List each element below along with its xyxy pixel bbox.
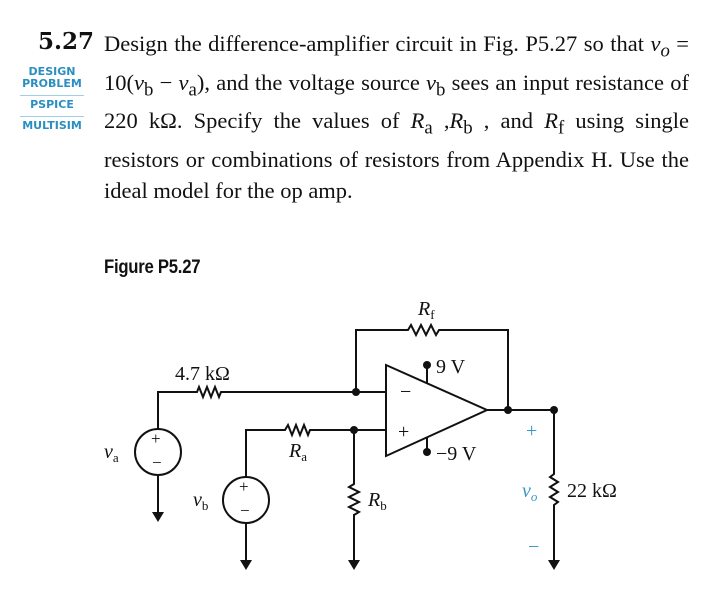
var-va-sub: a xyxy=(188,79,197,100)
var-source-vb-sub: b xyxy=(436,79,446,100)
var-source-vb: v xyxy=(426,69,437,95)
problem-statement: Design the difference-amplifier circuit … xyxy=(104,28,689,206)
var-vo-sub: o xyxy=(660,40,670,62)
statement-eq: = 10( xyxy=(104,31,689,95)
opamp-noninverting-sign: + xyxy=(398,421,409,443)
vo-label: vo xyxy=(522,480,538,504)
junction-inverting xyxy=(352,388,360,396)
statement-part-3: sees an input resistance of 220 kΩ. Spec… xyxy=(104,69,689,134)
var-rf-sub: f xyxy=(557,117,565,139)
wire-va-to-inverting xyxy=(157,384,386,428)
ground-arrow-rb xyxy=(348,560,360,570)
rb-label: Rb xyxy=(367,489,387,513)
vo-minus-sign: − xyxy=(528,536,539,558)
wire-output xyxy=(487,409,560,560)
supply-plus-label: 9 V xyxy=(436,356,466,378)
r-4-7k-label: 4.7 kΩ xyxy=(175,363,230,385)
tag-design-problem-text: DESIGN PROBLEM xyxy=(22,65,82,90)
junction-output xyxy=(504,406,512,414)
ground-arrow-vo xyxy=(548,560,560,570)
var-ra: R xyxy=(410,108,425,133)
junction-noninverting xyxy=(350,426,358,434)
r-22k-label: 22 kΩ xyxy=(567,480,617,502)
ground-arrow-va xyxy=(152,512,164,522)
supply-minus-label: −9 V xyxy=(436,443,477,465)
rf-label: Rf xyxy=(417,298,435,322)
var-vb: v xyxy=(134,69,144,95)
statement-part-1: Design the difference-amplifier circuit … xyxy=(104,31,651,56)
vb-label: vb xyxy=(193,489,208,513)
wire-rb-ground xyxy=(346,430,362,560)
vb-minus-sign: − xyxy=(240,501,250,520)
source-va xyxy=(134,428,182,476)
figure-caption: Figure P5.27 xyxy=(104,257,201,278)
var-ra-sub: a xyxy=(424,117,433,139)
va-minus-sign: − xyxy=(152,453,162,472)
var-vb-sub: b xyxy=(144,79,154,100)
va-label: va xyxy=(104,441,119,465)
wire-rf-feedback xyxy=(355,322,509,408)
va-plus-sign: + xyxy=(151,429,161,448)
var-rb-sub: b xyxy=(463,117,473,139)
opamp-body xyxy=(385,363,490,458)
var-vo: v xyxy=(650,31,661,56)
var-va: v xyxy=(178,69,189,95)
statement-part-4: using single resistors or combinations o… xyxy=(104,108,689,203)
tag-design-problem: DESIGN PROBLEM xyxy=(20,64,84,96)
problem-tags: DESIGN PROBLEM PSPICE MULTISIM xyxy=(20,64,84,137)
supply-plus-dot xyxy=(423,361,431,369)
junction-vo xyxy=(550,406,558,414)
var-rf: R xyxy=(544,108,558,133)
ra-label: Ra xyxy=(288,440,307,464)
supply-minus-dot xyxy=(423,448,431,456)
statement-comma-1: , xyxy=(432,108,450,133)
problem-number: 5.27 xyxy=(38,28,95,55)
statement-part-2: ), and the voltage source xyxy=(196,69,427,95)
statement-minus: − xyxy=(153,69,179,95)
vo-plus-sign: + xyxy=(526,420,537,442)
var-rb: R xyxy=(449,108,464,133)
ground-arrow-vb xyxy=(240,560,252,570)
statement-comma-2: , and xyxy=(472,108,545,133)
opamp-inverting-sign: − xyxy=(400,381,411,403)
wire-vb-to-noninverting xyxy=(245,422,386,478)
vb-plus-sign: + xyxy=(239,477,249,496)
tag-pspice: PSPICE xyxy=(20,96,84,117)
tag-multisim: MULTISIM xyxy=(22,119,82,132)
source-vb xyxy=(222,476,270,524)
